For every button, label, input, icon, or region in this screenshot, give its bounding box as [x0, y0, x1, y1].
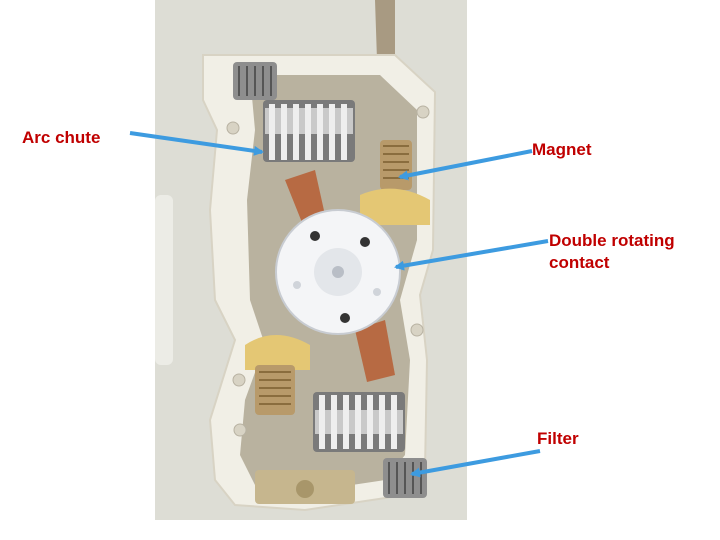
top-yellow-part [360, 188, 430, 225]
bottom-yellow-part [245, 335, 310, 370]
bottom-magnet [255, 365, 295, 415]
filter-label: Filter [537, 429, 579, 448]
rotating-contact-disc [275, 209, 401, 335]
arc-chute-label: Arc chute [22, 128, 101, 147]
upper-contact-arm [285, 170, 325, 225]
contact-arrow [394, 239, 549, 271]
bottom-arc-chute [313, 392, 405, 452]
magnet-label: Magnet [532, 140, 592, 159]
double-rotating-contact-label: Double rotating contact [549, 231, 675, 272]
magnet-arrow [398, 149, 533, 181]
top-arc-chute [263, 100, 355, 162]
arc-chute-arrow [129, 131, 264, 156]
breaker-photo [155, 0, 467, 520]
lower-contact-arm [355, 320, 395, 382]
filter-arrow [410, 449, 541, 478]
side-part [155, 195, 173, 365]
